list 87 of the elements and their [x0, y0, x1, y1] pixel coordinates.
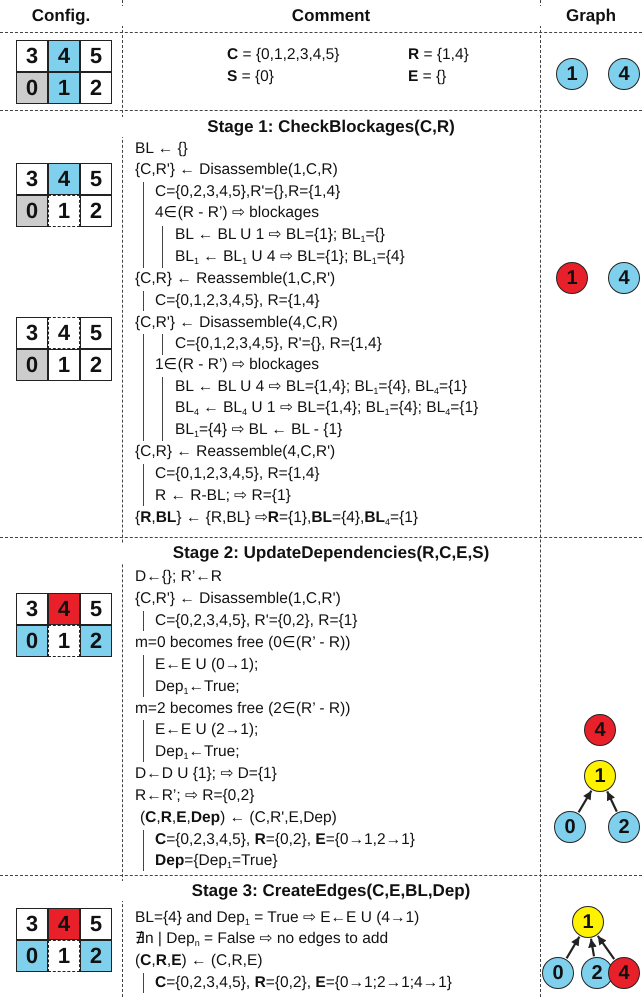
- algorithm-line: BL ← BL U 1 ⇨ BL={1}; BL$_{1}$={}: [175, 225, 385, 245]
- graph-node: 2: [581, 957, 613, 989]
- config-cell: 2: [80, 625, 112, 657]
- algorithm-line: {C,R'} ← Disassemble(1,C,R): [135, 160, 338, 180]
- graph-node: 4: [608, 58, 640, 90]
- config-cell: 2: [80, 940, 112, 972]
- config-cell: 1: [48, 72, 80, 104]
- config-cell: 5: [80, 908, 112, 940]
- graph-node: 2: [608, 811, 640, 843]
- algorithm-line: R←R’; ⇨ R={0,2}: [135, 786, 254, 806]
- graph-node: 1: [584, 760, 616, 792]
- algorithm-line: D←D U {1}; ⇨ D={1}: [135, 764, 277, 784]
- algorithm-line: (C,R,E,Dep) ← (C,R',E,Dep): [140, 808, 337, 828]
- algorithm-line: Dep$_{1}$←True;: [155, 677, 240, 697]
- algorithm-line: ∄n | Dep$_{n}$ = False ⇨ no edges to add: [135, 929, 388, 949]
- algorithm-line: C={0,2,3,4,5}, R={0,2}, E={0→1;2→1;4→1}: [155, 973, 452, 993]
- config-cell: 5: [80, 40, 112, 72]
- graph-node: 4: [608, 957, 640, 989]
- config-cell: 2: [80, 72, 112, 104]
- config-cell: 4: [48, 40, 80, 72]
- graph-node: 0: [542, 957, 574, 989]
- config-cell: 5: [80, 317, 112, 349]
- algorithm-line: {C,R} ← Reassemble(4,C,R'): [135, 442, 336, 462]
- config-cell: 4: [48, 908, 80, 940]
- graph-node: 4: [608, 262, 640, 294]
- config-cell: 1: [48, 625, 80, 657]
- config-cell: 3: [16, 593, 48, 625]
- algorithm-line: D←{}; R’←R: [135, 567, 222, 587]
- config-cell: 4: [48, 593, 80, 625]
- graph-node: 1: [572, 906, 604, 938]
- config-cell: 3: [16, 317, 48, 349]
- config-cell: 1: [48, 195, 80, 227]
- config-cell: 0: [16, 72, 48, 104]
- graph-node: 0: [554, 811, 586, 843]
- config-cell: 0: [16, 940, 48, 972]
- algorithm-line: C={0,1,2,3,4,5}, R={1,4}: [155, 464, 320, 484]
- algorithm-line: C={0,1,2,3,4,5}, R={1,4}: [155, 291, 320, 311]
- config-cell: 3: [16, 908, 48, 940]
- algorithm-line: {C,R} ← Reassemble(1,C,R'): [135, 269, 336, 289]
- algorithm-line: E←E U (0→1);: [155, 655, 258, 675]
- algorithm-line: (C,R,E) ← (C,R,E): [135, 951, 262, 971]
- algorithm-line: {R,BL} ← {R,BL} ⇨R={1},BL={4},BL$_{4}$={1}: [135, 508, 418, 528]
- algorithm-line: C={0,2,3,4,5},R'={},R={1,4}: [155, 182, 340, 202]
- set-definition: R = {1,4}: [408, 45, 469, 65]
- algorithm-line: BL={4} and Dep$_{1}$ = True ⇨ E←E U (4→1): [135, 908, 420, 928]
- algorithm-line: Dep={Dep$_{1}$=True}: [155, 851, 278, 871]
- config-cell: 2: [80, 349, 112, 381]
- arrow: [566, 936, 580, 959]
- config-cell: 4: [48, 317, 80, 349]
- arrow: [578, 790, 592, 813]
- algorithm-line: C={0,1,2,3,4,5}, R'={}, R={1,4}: [175, 334, 382, 354]
- config-cell: 1: [48, 940, 80, 972]
- algorithm-line: {C,R'} ← Disassemble(4,C,R): [135, 313, 338, 333]
- arrow: [596, 935, 616, 960]
- config-cell: 0: [16, 625, 48, 657]
- algorithm-line: BL ← BL U 4 ⇨ BL={1,4}; BL$_{1}$={4}, BL$_{4}$={1}: [175, 377, 468, 397]
- arrow: [588, 938, 597, 956]
- config-cell: 2: [80, 195, 112, 227]
- config-cell: 0: [16, 195, 48, 227]
- algorithm-line: BL$_{1}$={4} ⇨ BL ← BL - {1}: [175, 420, 342, 440]
- algorithm-line: m=2 becomes free (2∈(R’ - R)): [135, 699, 350, 719]
- config-cell: 4: [48, 163, 80, 195]
- config-cell: 0: [16, 349, 48, 381]
- graph-node: 1: [556, 58, 588, 90]
- algorithm-line: 4∈(R - R’) ⇨ blockages: [155, 203, 319, 223]
- set-definition: S = {0}: [227, 67, 274, 87]
- algorithm-line: Dep$_{1}$←True;: [155, 742, 240, 762]
- algorithm-line: {C,R'} ← Disassemble(1,C,R'): [135, 589, 341, 609]
- config-cell: 3: [16, 40, 48, 72]
- algorithm-line: BL$_{1}$ ← BL$_{1}$ U 4 ⇨ BL={1}; BL$_{1}$={4}: [175, 247, 405, 267]
- algorithm-line: C={0,2,3,4,5}, R'={0,2}, R={1}: [155, 611, 358, 631]
- algorithm-line: R ← R-BL; ⇨ R={1}: [155, 486, 291, 506]
- algorithm-line: BL ← {}: [135, 139, 188, 159]
- config-cell: 5: [80, 593, 112, 625]
- config-cell: 5: [80, 163, 112, 195]
- set-definition: C = {0,1,2,3,4,5}: [227, 45, 340, 65]
- graph-node: 4: [584, 714, 616, 746]
- config-cell: 1: [48, 349, 80, 381]
- algorithm-line: 1∈(R - R’) ⇨ blockages: [155, 355, 319, 375]
- set-definition: E = {}: [408, 67, 446, 87]
- arrow: [606, 790, 618, 812]
- algorithm-line: C={0,2,3,4,5}, R={0,2}, E={0→1,2→1}: [155, 830, 415, 850]
- config-cell: 3: [16, 163, 48, 195]
- algorithm-line: m=0 becomes free (0∈(R’ - R)): [135, 633, 350, 653]
- algorithm-line: BL$_{4}$ ← BL$_{4}$ U 1 ⇨ BL={1,4}; BL$_{1}$={4}; BL$_{4}$={1}: [175, 398, 478, 418]
- algorithm-line: E←E U (2→1);: [155, 720, 258, 740]
- graph-node: 1: [556, 262, 588, 294]
